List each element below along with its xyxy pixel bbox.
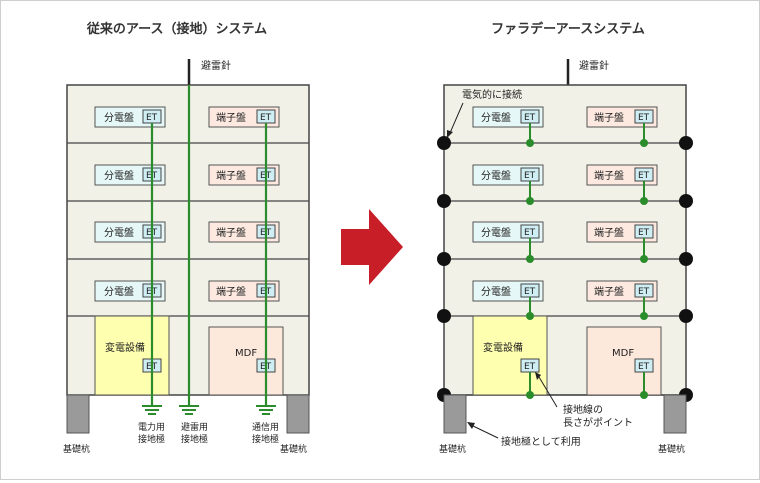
et-label: ET (146, 113, 158, 123)
annotation-leader (470, 424, 499, 439)
et-label: ET (524, 287, 536, 297)
note-ground-wire-length: 長さがポイント (563, 416, 633, 429)
foundation-pile (286, 394, 310, 434)
et-label: ET (524, 171, 536, 181)
et-label: ET (524, 228, 536, 238)
lightning-ground-label: 避雷用 (181, 421, 208, 433)
terminal-panel-label: 端子盤 (594, 285, 624, 298)
terminal-panel-label: 端子盤 (216, 285, 246, 298)
substation-equipment (94, 315, 170, 396)
bond-points (526, 139, 648, 399)
distribution-panel-label: 分電盤 (481, 285, 511, 298)
left-floor-1: 分電盤 ET 端子盤 ET (94, 106, 280, 128)
distribution-panel-label: 分電盤 (481, 111, 511, 124)
et-label: ET (638, 362, 650, 372)
foundation-pile (443, 394, 467, 434)
foundation-pile (663, 394, 687, 434)
transition-arrow-icon (341, 209, 403, 285)
left-title: 従来のアース（接地）システム (86, 21, 267, 37)
ground-symbol-icon (179, 405, 199, 415)
power-ground-label: 電力用 (138, 421, 165, 433)
terminal-panel-label: 端子盤 (216, 111, 246, 124)
et-label: ET (638, 113, 650, 123)
right-floor-1: 分電盤 ET 端子盤 ET (472, 106, 658, 128)
pile-label: 基礎杭 (280, 443, 307, 455)
terminal-panel-label: 端子盤 (216, 226, 246, 239)
pile-label: 基礎杭 (63, 443, 90, 455)
distribution-panel-label: 分電盤 (104, 226, 134, 239)
distribution-panel-label: 分電盤 (481, 226, 511, 239)
arrowhead-icon (447, 130, 453, 138)
telecom-ground-label: 通信用 (252, 421, 279, 433)
distribution-panel-label: 分電盤 (104, 285, 134, 298)
note-electrical-connection: 電気的に接続 (462, 88, 522, 101)
right-floor-4: 分電盤 ET 端子盤 ET (472, 280, 658, 302)
annotation-leader (538, 376, 558, 408)
left-floor-3: 分電盤 ET 端子盤 ET (94, 221, 280, 243)
right-floor-3: 分電盤 ET 端子盤 ET (472, 221, 658, 243)
distribution-panel-label: 分電盤 (104, 111, 134, 124)
mdf-label: MDF (235, 348, 257, 359)
distribution-panel-label: 分電盤 (481, 169, 511, 182)
annotation-leader (449, 102, 464, 134)
right-floor-2: 分電盤 ET 端子盤 ET (472, 164, 658, 186)
arrowhead-icon (467, 422, 475, 429)
structure-nodes (437, 136, 693, 402)
telecom-ground-label: 接地極 (252, 433, 279, 445)
pile-label: 基礎杭 (439, 443, 466, 455)
mdf-label: MDF (612, 348, 634, 359)
ground-symbol-icon (256, 405, 276, 415)
et-label: ET (260, 113, 272, 123)
et-label: ET (638, 287, 650, 297)
terminal-panel-label: 端子盤 (594, 226, 624, 239)
pile-label: 基礎杭 (658, 443, 685, 455)
terminal-panel-label: 端子盤 (216, 169, 246, 182)
left-floor-2: 分電盤 ET 端子盤 ET (94, 164, 280, 186)
substation-label: 変電設備 (105, 341, 145, 354)
et-label: ET (638, 228, 650, 238)
terminal-panel-label: 端子盤 (594, 169, 624, 182)
ground-symbol-icon (142, 405, 162, 415)
terminal-panel-label: 端子盤 (594, 111, 624, 124)
et-label: ET (638, 171, 650, 181)
et-label: ET (524, 362, 536, 372)
right-title: ファラデーアースシステム (491, 21, 645, 37)
power-ground-label: 接地極 (138, 433, 165, 445)
note-ground-wire-length: 接地線の (563, 403, 603, 416)
lightning-ground-label: 接地極 (181, 433, 208, 445)
substation-equipment (472, 315, 548, 396)
substation-label: 変電設備 (483, 341, 523, 354)
left-lightning-rod-label: 避雷針 (201, 59, 231, 72)
arrowhead-icon (535, 372, 541, 380)
right-lightning-rod-label: 避雷針 (579, 59, 609, 72)
note-ground-electrode: 接地極として利用 (501, 435, 581, 448)
et-label: ET (524, 113, 536, 123)
distribution-panel-label: 分電盤 (104, 169, 134, 182)
foundation-pile (66, 394, 90, 434)
